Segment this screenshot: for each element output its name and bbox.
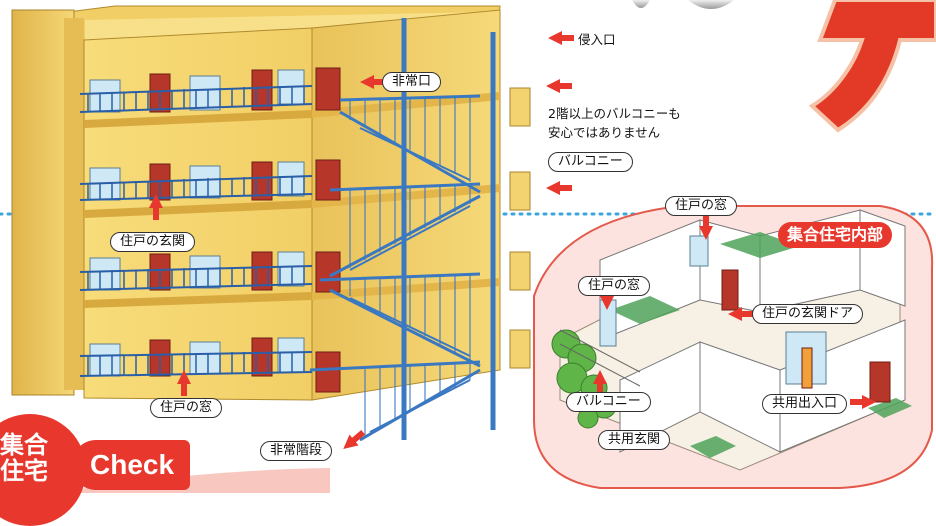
illustration-canvas [0, 0, 936, 493]
interior-entrance-door-label: 住戸の玄関ドア [752, 304, 864, 324]
intrusion-entrance-label: 侵入口 [578, 32, 616, 47]
emergency-stairs-label: 非常階段 [260, 441, 333, 461]
decorative-logo [808, 0, 936, 133]
balcony-warning-text: 2階以上のバルコニーも 安心ではありません [548, 106, 681, 140]
interior-window-left-label: 住戸の窓 [578, 276, 651, 296]
check-badge: Check [72, 440, 191, 490]
interior-window-top-label: 住戸の窓 [665, 196, 738, 216]
interior-balcony-label: バルコニー [566, 392, 651, 412]
common-entrance-exit-label: 共用出入口 [762, 394, 848, 414]
unit-window-label: 住戸の窓 [150, 398, 223, 418]
balcony-label: バルコニー [548, 152, 633, 172]
common-entrance-hall-label: 共用玄関 [598, 430, 671, 450]
apartment-building [11, 5, 574, 455]
interior-cutaway [533, 205, 934, 489]
unit-entrance-label: 住戸の玄関 [110, 232, 196, 252]
footer-title: 集合 住宅 [0, 431, 48, 485]
emergency-exit-label: 非常口 [382, 72, 442, 92]
ceiling-lamps [632, 0, 734, 9]
interior-badge: 集合住宅内部 [778, 222, 893, 248]
